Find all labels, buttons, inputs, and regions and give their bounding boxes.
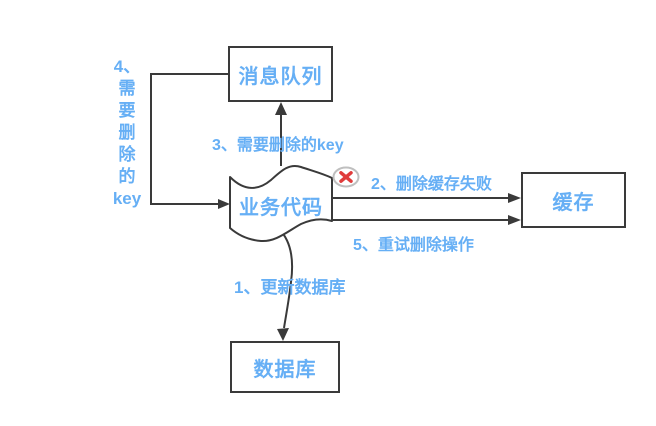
node-business-code: 业务代码 [230,177,332,233]
node-message-queue: 消息队列 [228,46,333,102]
edge-step5-label: 5、重试删除操作 [353,237,474,254]
business-code-shape [229,165,333,243]
node-cache-label: 缓存 [552,191,595,214]
edge-step3-label: 3、需要删除的key [212,137,344,154]
node-message-queue-label: 消息队列 [238,65,323,88]
edge-step4-arrowhead [218,199,230,209]
edge-step1-arrowhead [277,328,289,341]
edge-step4-label: 4、 需 要 删 除 的 key [112,57,142,208]
edge-step1-connector [278,228,294,329]
edge-step2-arrowhead [508,193,521,203]
edge-step5-arrowhead [508,215,521,225]
error-x-icon [332,166,360,188]
edge-step3-arrowhead [275,102,287,115]
edge-step2-label: 2、删除缓存失败 [371,176,492,193]
node-database-label: 数据库 [253,358,317,381]
node-database: 数据库 [230,341,340,393]
edge-step1-label: 1、更新数据库 [234,278,346,297]
node-business-code-label: 业务代码 [239,196,323,219]
node-cache: 缓存 [521,172,626,228]
edge-step4-connector [150,73,228,205]
